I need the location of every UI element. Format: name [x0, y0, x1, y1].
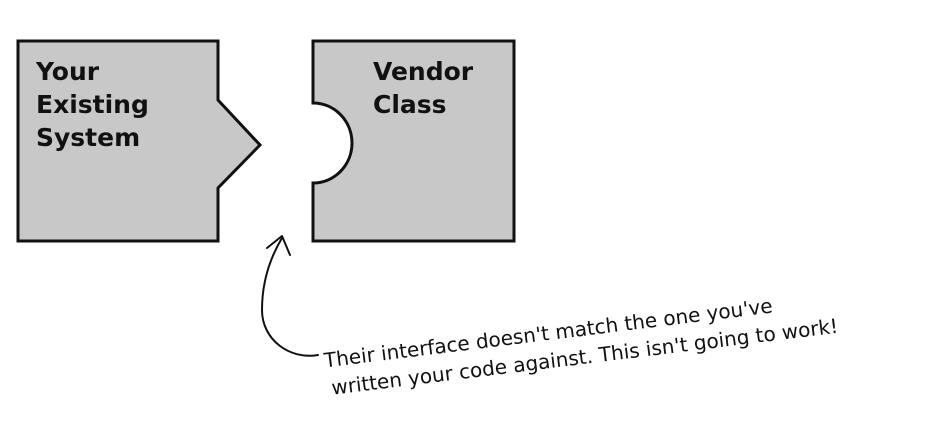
existing-system-label-line: Existing [36, 90, 149, 119]
vendor-class-label: Vendor Class [373, 57, 482, 119]
existing-system-block: Your Existing System [16, 39, 263, 243]
vendor-class-block: Vendor Class [311, 39, 516, 243]
existing-system-label-line: Your [35, 57, 100, 86]
annotation-arrow [260, 235, 319, 357]
arrow-head [266, 235, 291, 256]
vendor-class-label-line: Vendor [373, 57, 474, 86]
vendor-class-label-line: Class [373, 90, 447, 119]
arrow-shaft [260, 237, 319, 357]
annotation-text: Their interface doesn't match the one yo… [322, 286, 840, 400]
existing-system-label: Your Existing System [35, 57, 158, 152]
existing-system-shape [16, 39, 263, 243]
vendor-class-shape [311, 39, 516, 243]
existing-system-label-line: System [36, 123, 140, 152]
annotation: Their interface doesn't match the one yo… [322, 286, 840, 400]
